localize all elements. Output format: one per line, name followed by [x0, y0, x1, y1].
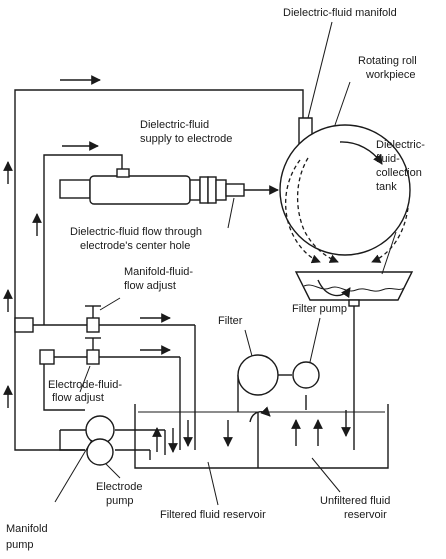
flow-label-leader: [227, 197, 235, 229]
label-filter-pump: Filter pump: [292, 303, 347, 315]
label-workpiece-line2: workpiece: [365, 69, 416, 81]
label-supply-line1: Dielectric-fluid: [140, 119, 209, 131]
electrode-pump-label-leader: [105, 463, 121, 479]
label-manifold: Dielectric-fluid manifold: [283, 7, 397, 19]
label-unfiltered-line1: Unfiltered fluid: [320, 495, 390, 507]
roll-rotation-arrow: [339, 141, 383, 165]
electrode-adjust-label-leader: [79, 365, 91, 393]
label-supply-line2: supply to electrode: [140, 133, 232, 145]
label-tank-line4: tank: [376, 181, 397, 193]
manifold-supply-line: [14, 89, 304, 451]
manifold-adjust-label-leader: [99, 297, 121, 311]
reservoir-spill-arrow: [249, 406, 271, 423]
label-manifold-pump-line1: Manifold: [6, 523, 48, 535]
label-filter: Filter: [218, 315, 243, 327]
tank-label-leader: [381, 231, 397, 275]
collection-tank-swirl: [317, 279, 351, 299]
label-electrode-pump-line1: Electrode: [96, 481, 142, 493]
electrode-collar-3: [207, 176, 217, 204]
label-tank-line3: collection: [376, 167, 422, 179]
electrode-collar-1: [189, 179, 201, 201]
label-tank-line1: Dielectric-: [376, 139, 425, 151]
collection-tank-fluid: [303, 284, 405, 292]
collection-tank: [294, 271, 414, 301]
label-workpiece-line1: Rotating roll: [358, 55, 417, 67]
label-electrode-pump-line2: pump: [106, 495, 134, 507]
workpiece-label-leader: [334, 81, 351, 126]
electrode-body: [89, 175, 191, 205]
label-electrode-adjust-line2: flow adjust: [52, 392, 104, 404]
filter: [237, 354, 279, 396]
manifold-pump-outer-link: [59, 430, 85, 451]
label-manifold-adjust-line1: Manifold-fluid-: [124, 266, 193, 278]
electrode-fluid-flow-valve: [85, 337, 101, 365]
reservoir-tank: [134, 404, 389, 469]
filter-label-leader: [244, 329, 253, 357]
manifold-tee-fitting: [14, 317, 34, 333]
fluid-stream-right: [371, 207, 409, 263]
filter-pump: [292, 361, 320, 389]
manifold-pump-label-leader: [54, 439, 93, 503]
electrode-tip: [225, 183, 245, 197]
filter-pump-label-leader: [309, 317, 321, 363]
electrode-supply-port: [116, 168, 130, 178]
electrode-tee-fitting: [39, 349, 55, 365]
fluid-stream-manifold: [285, 159, 321, 264]
manifold-label-leader: [307, 21, 333, 119]
electrode-supply-line: [43, 154, 123, 325]
electrode-collar-2: [199, 176, 209, 204]
label-unfiltered-line2: reservoir: [344, 509, 387, 521]
label-manifold-pump-line2: pump: [6, 539, 34, 551]
filtered-label-leader: [207, 461, 219, 506]
label-filtered: Filtered fluid reservoir: [160, 509, 266, 521]
electrode-holder: [59, 179, 91, 199]
unfiltered-label-leader: [311, 457, 341, 493]
label-manifold-adjust-line2: flow adjust: [124, 280, 176, 292]
label-electrode-adjust-line1: Electrode-fluid-: [48, 379, 122, 391]
electrode-pump-vertical: [43, 400, 85, 411]
electrode-assembly: [59, 168, 279, 229]
collection-tank-drain: [348, 299, 360, 307]
fluid-stream-left: [296, 157, 339, 263]
label-flow-line1: Dielectric-fluid flow through: [70, 226, 202, 238]
electrode-collar-4: [215, 179, 227, 201]
label-flow-line2: electrode's center hole: [80, 240, 190, 252]
electrode-pump: [86, 438, 114, 466]
manifold-fluid-flow-valve: [85, 305, 101, 333]
label-tank-line2: fluid-: [376, 153, 400, 165]
